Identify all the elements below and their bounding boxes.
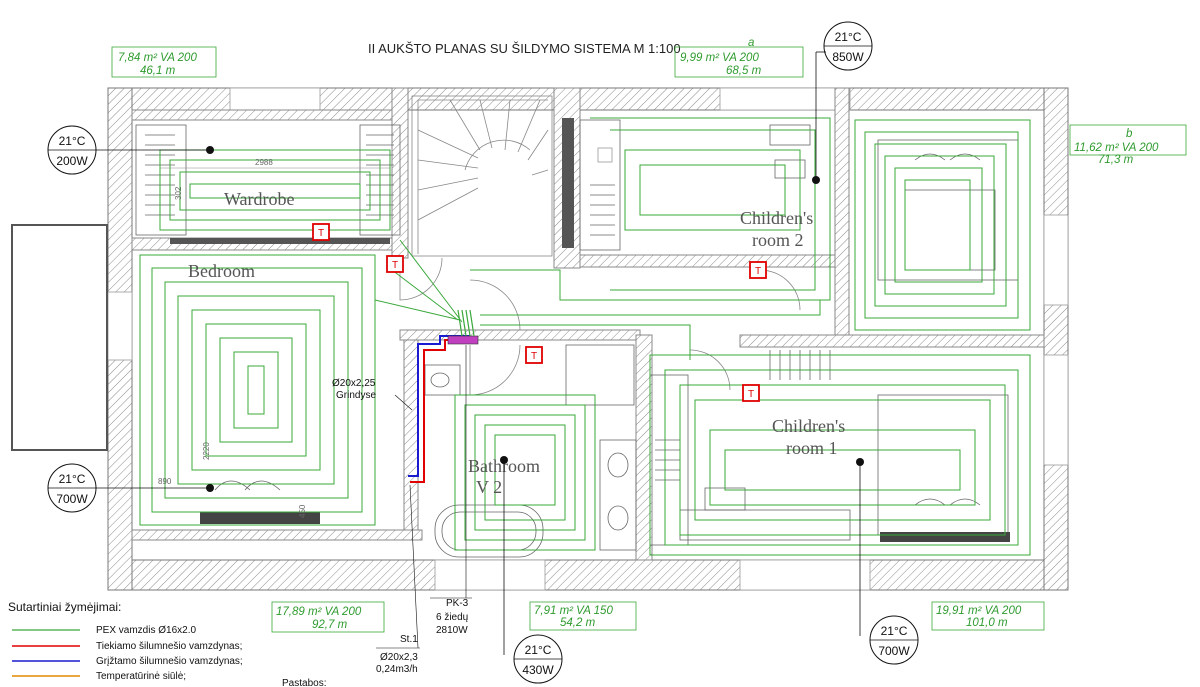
bedroom-bed — [200, 480, 320, 524]
thermostat-label: T — [531, 351, 537, 362]
thermostat-label: T — [748, 389, 754, 400]
area-children2-line2: 68,5 m — [726, 65, 762, 77]
room-label-bathroom-line2: V 2 — [476, 477, 502, 497]
interior-walls — [131, 87, 1045, 561]
pipe-spec-line1: Ø20x2,25 — [332, 378, 376, 389]
legend-item-return: Grįžtamo šilumnešio vamzdynas; — [12, 656, 243, 667]
manifold — [447, 309, 479, 345]
riser-pipe: Ø20x2,3 — [380, 652, 418, 663]
thermostat-wardrobe: T — [312, 223, 330, 241]
thermostat-label: T — [755, 266, 761, 277]
heat-circle-children1: 21°C 700W — [856, 458, 919, 665]
legend-item-seam: Temperatūrinė siūlė; — [12, 671, 186, 682]
children2-closet — [562, 118, 621, 251]
thermostat-label: T — [318, 228, 324, 239]
area-label-bedroom: 17,89 m² VA 200 92,7 m — [271, 601, 385, 633]
legend-item-label: Tiekiamo šilumnešio vamzdynas; — [96, 641, 242, 652]
thermostats: T T T T T — [312, 223, 767, 402]
thermostat-bedroom: T — [386, 255, 404, 273]
area-label-children1: 19,91 m² VA 200 101,0 m — [931, 601, 1045, 631]
area-bedroom-line1: 17,89 m² VA 200 — [276, 606, 362, 618]
room-label-bedroom: Bedroom — [188, 261, 255, 281]
heat-temp: 21°C — [59, 472, 86, 486]
area-label-wardrobe: 7,84 m² VA 200 46,1 m — [111, 46, 217, 78]
legend-item-label: Grįžtamo šilumnešio vamzdynas; — [96, 656, 243, 667]
legend-item-pex: PEX vamzdis Ø16x2.0 — [12, 625, 196, 636]
area-children2-letter: a — [748, 37, 754, 49]
heat-power: 850W — [832, 50, 864, 64]
thermostat-children2: T — [749, 261, 767, 279]
area-label-bathroom: 7,91 m² VA 150 54,2 m — [529, 601, 637, 631]
dim-450: 450 — [298, 504, 307, 518]
pipe-spec-annotation: Ø20x2,25 Grindyse — [332, 378, 413, 411]
legend: Sutartiniai žymėjimai: PEX vamzdis Ø16x2… — [8, 600, 326, 687]
area-children2-line1: 9,99 m² VA 200 — [680, 52, 759, 64]
bathroom-fixtures — [424, 344, 637, 558]
heat-power: 200W — [56, 154, 88, 168]
heat-temp: 21°C — [525, 643, 552, 657]
area-children2b-line2: 71,3 m — [1098, 154, 1134, 166]
exterior-walls — [107, 87, 1069, 591]
manifold-label: PK-3 — [446, 598, 469, 609]
area-label-children2b: b 11,62 m² VA 200 71,3 m — [1069, 124, 1187, 166]
riser-annotation: St.1 Ø20x2,3 0,24m3/h — [376, 484, 420, 675]
area-wardrobe-line2: 46,1 m — [140, 65, 176, 77]
heat-temp: 21°C — [835, 30, 862, 44]
area-label-children2: a 9,99 m² VA 200 68,5 m — [674, 37, 804, 78]
heat-temp: 21°C — [59, 134, 86, 148]
area-labels: 7,84 m² VA 200 46,1 m a 9,99 m² VA 200 6… — [111, 37, 1187, 633]
thermostat-bathroom: T — [525, 346, 543, 364]
room-label-children1-line2: room 1 — [786, 438, 838, 458]
area-bedroom-line2: 92,7 m — [312, 619, 348, 631]
dim-2988: 2988 — [255, 158, 273, 167]
staircase — [411, 95, 553, 257]
room-label-children2-line1: Children's — [740, 208, 813, 228]
dim-302: 302 — [174, 186, 183, 200]
room-label-children2-line2: room 2 — [752, 230, 804, 250]
area-children2b-letter: b — [1126, 128, 1133, 140]
room-label-children1-line1: Children's — [772, 416, 845, 436]
manifold-annotation: PK-3 6 žiedų 2810W — [430, 345, 472, 636]
balcony-outline — [11, 224, 108, 451]
legend-item-label: Temperatūrinė siūlė; — [96, 671, 186, 682]
riser-label: St.1 — [400, 634, 418, 645]
area-bathroom-line1: 7,91 m² VA 150 — [534, 605, 613, 617]
room-label-wardrobe: Wardrobe — [224, 189, 295, 209]
thermostat-children1: T — [742, 384, 760, 402]
heat-circle-wardrobe: 21°C 200W — [47, 125, 214, 175]
area-children1-line1: 19,91 m² VA 200 — [936, 605, 1022, 617]
heat-circle-bedroom: 21°C 700W — [47, 463, 214, 513]
heat-circle-children2: 21°C 850W — [812, 21, 873, 184]
thermostat-label: T — [392, 260, 398, 271]
heat-temp: 21°C — [881, 624, 908, 638]
dimension-labels: 2988 302 2220 890 450 — [158, 158, 390, 518]
pipe-spec-line2: Grindyse — [336, 390, 376, 401]
legend-item-supply: Tiekiamo šilumnešio vamzdynas; — [12, 641, 242, 652]
manifold-power: 2810W — [436, 625, 468, 636]
heat-power: 700W — [56, 492, 88, 506]
area-bathroom-line2: 54,2 m — [560, 617, 596, 629]
notes-label: Pastabos: — [282, 678, 326, 687]
area-children1-line2: 101,0 m — [966, 617, 1008, 629]
dim-890: 890 — [158, 477, 172, 486]
supply-return-pipes — [408, 335, 470, 483]
heat-circles: 21°C 200W 21°C 700W 21°C 850W 21°C 43 — [47, 21, 919, 684]
pex-heating-loops — [139, 117, 1031, 556]
heat-circle-bathroom: 21°C 430W — [500, 456, 563, 684]
area-wardrobe-line1: 7,84 m² VA 200 — [118, 52, 197, 64]
heat-power: 700W — [878, 644, 910, 658]
heat-power: 430W — [522, 663, 554, 677]
area-children2b-line1: 11,62 m² VA 200 — [1074, 142, 1159, 154]
legend-item-label: PEX vamzdis Ø16x2.0 — [96, 625, 196, 636]
legend-title: Sutartiniai žymėjimai: — [8, 600, 121, 614]
manifold-rings: 6 žiedų — [436, 612, 469, 623]
plan-title: II AUKŠTO PLANAS SU ŠILDYMO SISTEMA M 1:… — [368, 41, 681, 56]
dim-2220: 2220 — [202, 442, 211, 460]
riser-flow: 0,24m3/h — [376, 664, 418, 675]
